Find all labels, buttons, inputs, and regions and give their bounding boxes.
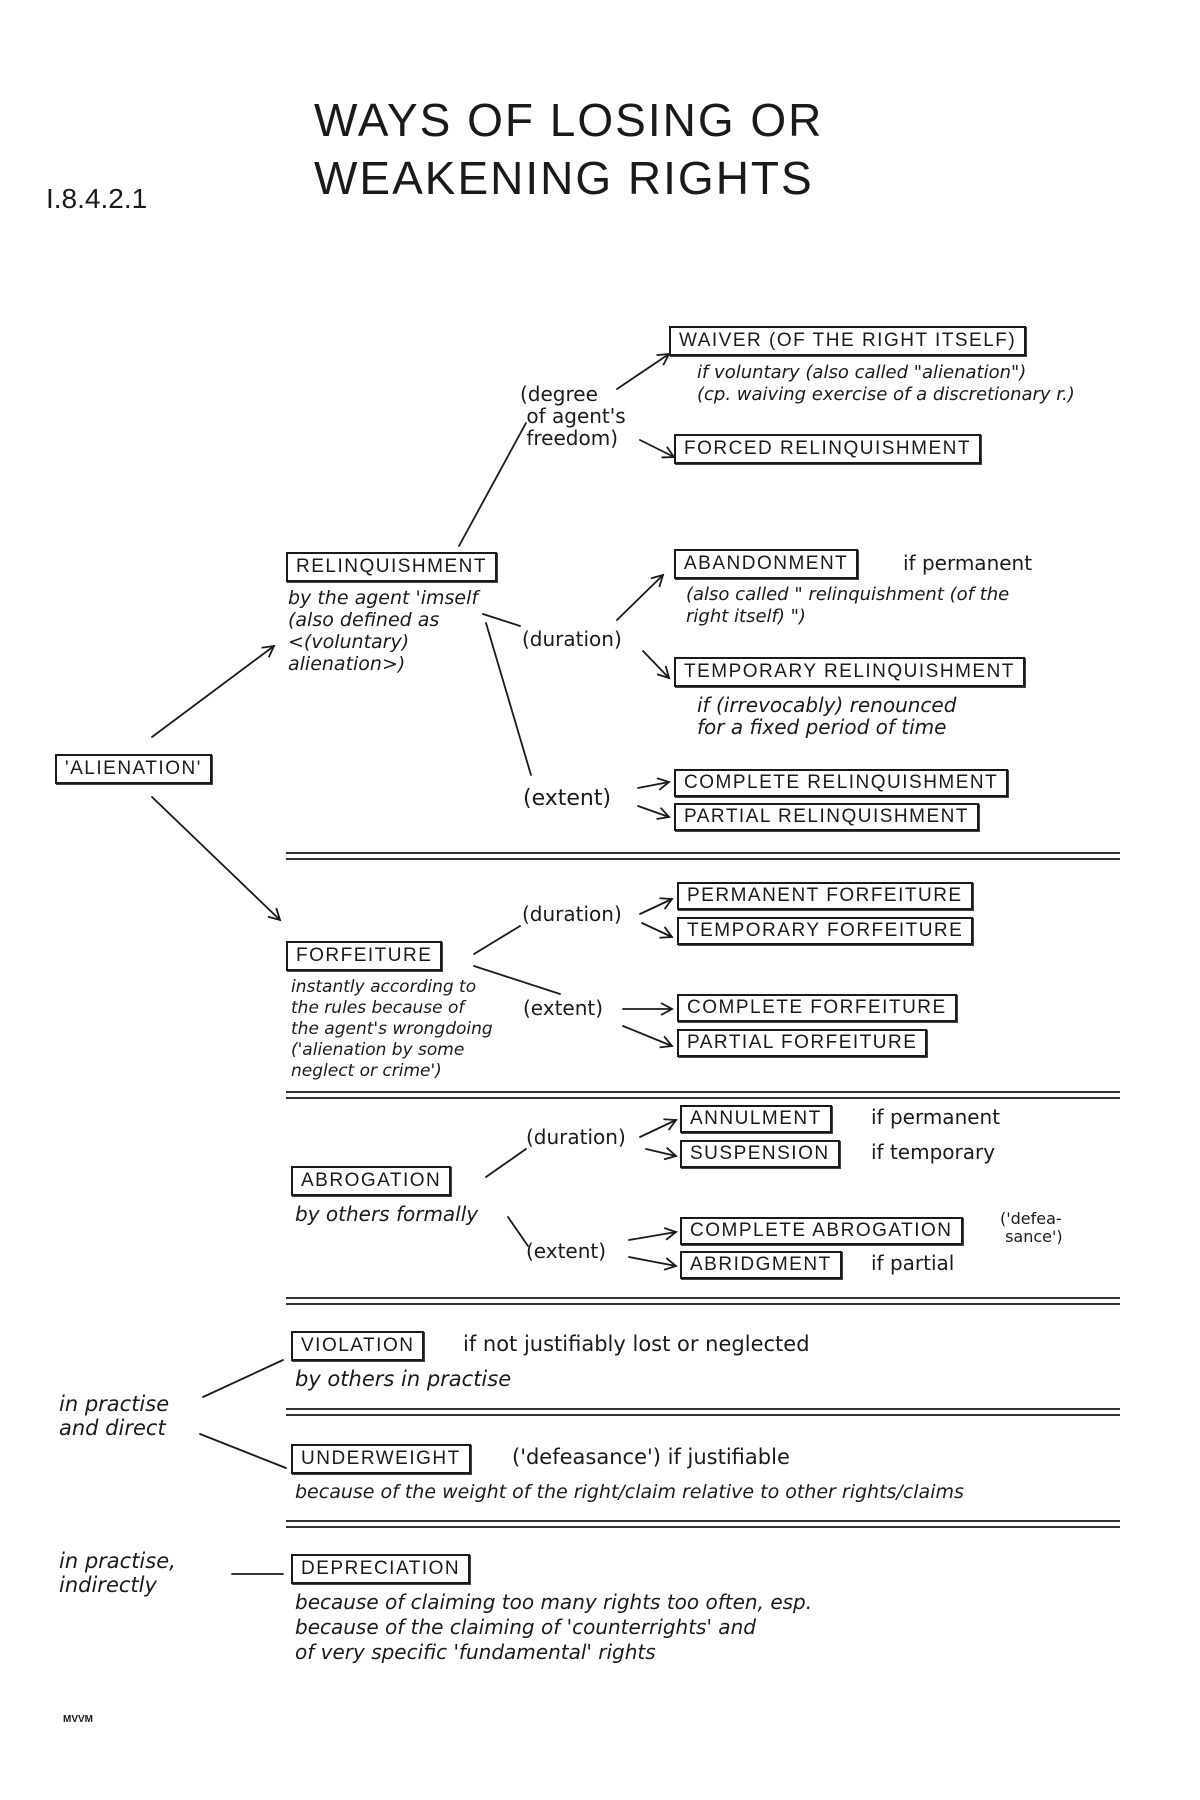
arrow-fduration-permanent bbox=[639, 897, 674, 915]
line-relinquishment-duration bbox=[482, 613, 521, 627]
underweight-note: because of the weight of the right/claim… bbox=[295, 1481, 964, 1503]
line-direct-underweight bbox=[199, 1433, 287, 1469]
arrow-fextent-partial bbox=[622, 1025, 674, 1049]
rel-duration-label: (duration) bbox=[522, 627, 622, 651]
rel-extent-label: (extent) bbox=[523, 786, 612, 811]
depreciation-box: DEPRECIATION bbox=[291, 1554, 471, 1584]
arrow-extent-complete bbox=[637, 777, 671, 791]
line-forfeiture-duration bbox=[473, 925, 521, 955]
arrow-alienation-forfeiture bbox=[151, 796, 282, 922]
arrow-aextent-abridgment bbox=[628, 1256, 678, 1271]
line-relinquishment-freedom bbox=[458, 422, 527, 547]
author-signature: MVVM bbox=[63, 1714, 93, 1725]
partial-forfeiture-box: PARTIAL FORFEITURE bbox=[677, 1029, 928, 1057]
annulment-suffix: if permanent bbox=[871, 1105, 1001, 1129]
violation-box: VIOLATION bbox=[291, 1331, 425, 1361]
line-abrogation-extent bbox=[507, 1216, 529, 1247]
freedom-label: (degree of agent's freedom) bbox=[520, 382, 626, 450]
section-divider bbox=[286, 1408, 1120, 1416]
relinquishment-box: RELINQUISHMENT bbox=[286, 552, 497, 582]
abrog-duration-label: (duration) bbox=[526, 1125, 626, 1149]
forfeiture-note: instantly according to the rules because… bbox=[291, 977, 493, 1081]
depreciation-note: because of claiming too many rights too … bbox=[295, 1590, 813, 1664]
arrow-fduration-temporary bbox=[641, 922, 674, 939]
line-forfeiture-extent bbox=[473, 965, 561, 995]
abandonment-suffix: if permanent bbox=[903, 551, 1033, 575]
forf-duration-label: (duration) bbox=[522, 902, 622, 926]
annulment-box: ANNULMENT bbox=[680, 1105, 832, 1133]
arrow-duration-temporary bbox=[642, 650, 671, 680]
partial-relinquishment-box: PARTIAL RELINQUISHMENT bbox=[674, 803, 979, 831]
indirect-label: in practise, indirectly bbox=[59, 1549, 176, 1597]
complete-abrogation-suffix: ('defea- sance') bbox=[1000, 1209, 1063, 1246]
arrow-aextent-complete bbox=[628, 1227, 678, 1241]
abandonment-note: (also called " relinquishment (of the ri… bbox=[686, 584, 1010, 627]
relinquishment-note: by the agent 'imself (also defined as <(… bbox=[288, 587, 479, 675]
line-direct-violation bbox=[202, 1359, 284, 1398]
permanent-forfeiture-box: PERMANENT FORFEITURE bbox=[677, 882, 973, 910]
forfeiture-box: FORFEITURE bbox=[286, 941, 443, 971]
complete-abrogation-box: COMPLETE ABROGATION bbox=[680, 1217, 963, 1245]
page-title-line2: WEAKENING RIGHTS bbox=[314, 152, 814, 204]
abridgment-suffix: if partial bbox=[871, 1251, 955, 1275]
complete-relinquishment-box: COMPLETE RELINQUISHMENT bbox=[674, 769, 1009, 797]
violation-suffix: if not justifiably lost or neglected bbox=[463, 1332, 810, 1356]
arrow-aduration-suspension bbox=[645, 1146, 678, 1161]
waiver-box: WAIVER (OF THE RIGHT ITSELF) bbox=[669, 326, 1027, 356]
section-code: I.8.4.2.1 bbox=[46, 183, 148, 214]
waiver-note: if voluntary (also called "alienation") … bbox=[697, 362, 1075, 405]
underweight-box: UNDERWEIGHT bbox=[291, 1444, 471, 1474]
arrow-aduration-annulment bbox=[639, 1118, 678, 1138]
arrow-freedom-waiver bbox=[616, 352, 671, 390]
line-abrogation-duration bbox=[485, 1148, 527, 1178]
temporary-relinquishment-note: if (irrevocably) renounced for a fixed p… bbox=[697, 693, 957, 739]
violation-note: by others in practise bbox=[295, 1367, 512, 1391]
section-divider bbox=[286, 1091, 1120, 1099]
arrow-freedom-forced bbox=[639, 439, 676, 459]
abridgment-box: ABRIDGMENT bbox=[680, 1251, 842, 1279]
abrogation-box: ABROGATION bbox=[291, 1166, 452, 1196]
line-relinquishment-extent bbox=[485, 622, 532, 776]
suspension-box: SUSPENSION bbox=[680, 1140, 840, 1168]
arrow-duration-abandonment bbox=[616, 573, 665, 621]
arrow-extent-partial bbox=[637, 805, 671, 820]
alienation-box: 'ALIENATION' bbox=[55, 754, 212, 784]
complete-forfeiture-box: COMPLETE FORFEITURE bbox=[677, 994, 957, 1022]
arrow-alienation-relinquishment bbox=[151, 644, 276, 738]
section-divider bbox=[286, 1520, 1120, 1528]
abandonment-box: ABANDONMENT bbox=[674, 549, 859, 579]
section-divider bbox=[286, 852, 1120, 860]
suspension-suffix: if temporary bbox=[871, 1140, 996, 1164]
direct-label: in practise and direct bbox=[59, 1392, 170, 1440]
temporary-forfeiture-box: TEMPORARY FORFEITURE bbox=[677, 917, 974, 945]
abrog-extent-label: (extent) bbox=[526, 1239, 607, 1263]
section-divider bbox=[286, 1297, 1120, 1305]
page-title-line1: WAYS OF LOSING OR bbox=[314, 94, 824, 146]
underweight-suffix: ('defeasance') if justifiable bbox=[512, 1445, 790, 1469]
abrogation-note: by others formally bbox=[295, 1202, 479, 1226]
forced-relinquishment-box: FORCED RELINQUISHMENT bbox=[674, 434, 981, 464]
forf-extent-label: (extent) bbox=[523, 996, 604, 1020]
temporary-relinquishment-box: TEMPORARY RELINQUISHMENT bbox=[674, 657, 1025, 687]
